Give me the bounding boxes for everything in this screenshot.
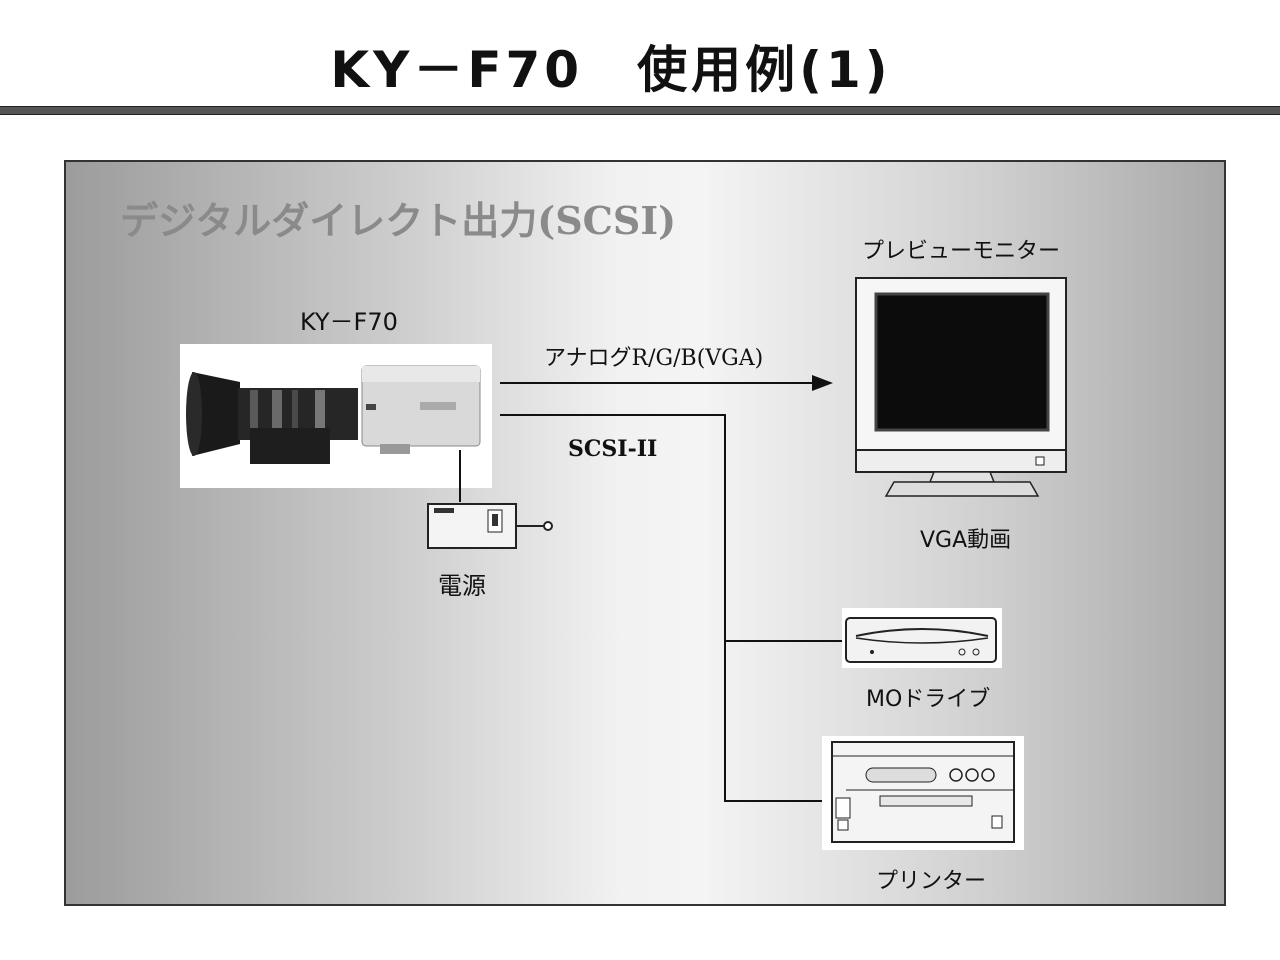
diagram-panel [64,160,1226,906]
monitor-caption: VGA動画 [920,528,1012,553]
analog-connection-label: アナログR/G/B(VGA) [544,346,764,371]
scsi-line-to-printer [724,800,824,802]
monitor-label: プレビューモニター [862,239,1061,264]
page-title: KY－F70 使用例(1) [330,41,892,99]
scsi-connection-label: SCSI-II [568,436,658,462]
printer-icon [822,736,1024,850]
analog-connection-line [500,382,816,384]
camera-icon [180,344,492,488]
mo-drive-label: MOドライブ [866,687,991,712]
mo-drive-icon [842,608,1002,668]
camera-label: KY－F70 [300,308,398,336]
scsi-line-horizontal [500,414,726,416]
power-cable-line [459,450,461,502]
title-rule [0,106,1280,115]
scsi-line-to-mo [724,640,844,642]
scsi-line-vertical [724,414,726,802]
monitor-icon [854,276,1070,502]
printer-label: プリンター [876,869,987,894]
power-supply-icon [426,500,556,554]
panel-heading: デジタルダイレクト出力(SCSI) [120,198,677,243]
arrow-head-icon [812,374,834,392]
power-label: 電源 [438,572,486,600]
